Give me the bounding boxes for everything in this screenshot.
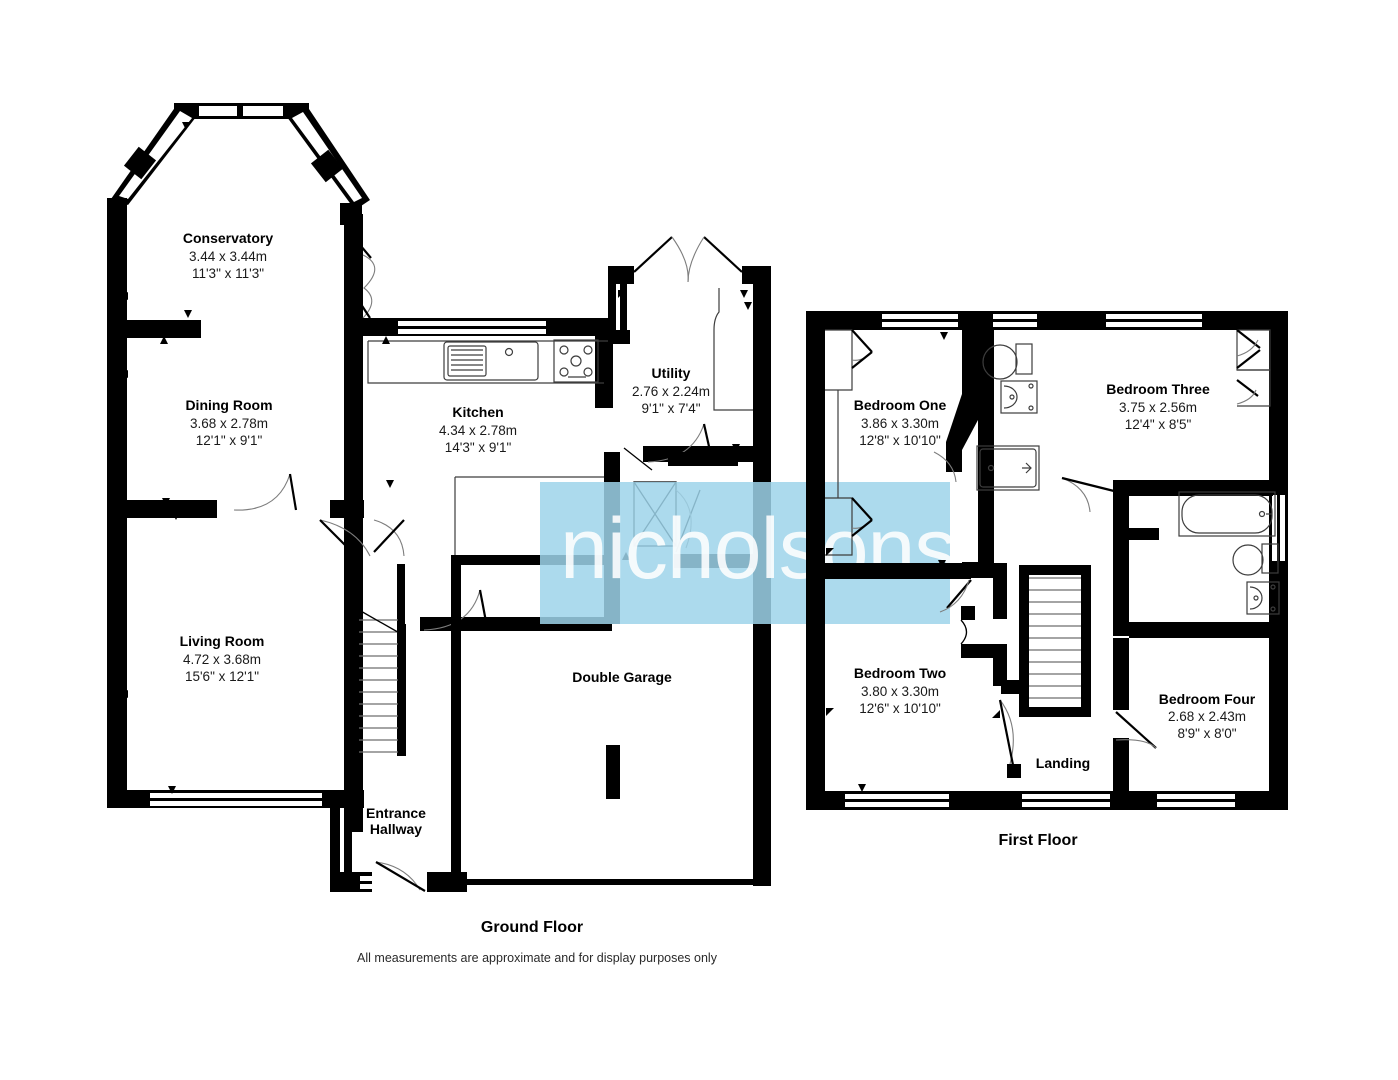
room-label-kitchen: Kitchen xyxy=(452,404,503,420)
bedroom-four-shell xyxy=(1113,638,1157,794)
disclaimer-text: All measurements are approximate and for… xyxy=(357,951,718,965)
room-dim-conservatory-metric: 3.44 x 3.44m xyxy=(189,249,267,264)
conservatory-shell xyxy=(107,103,376,344)
room-label-entrance: Entrance xyxy=(366,805,426,821)
first-floor-outer-walls xyxy=(806,311,1288,810)
room-dim-b4-imperial: 8'9" x 8'0" xyxy=(1177,726,1236,741)
room-dim-dining-metric: 3.68 x 2.78m xyxy=(190,416,268,431)
room-dim-living-metric: 4.72 x 3.68m xyxy=(183,652,261,667)
room-dim-b3-imperial: 12'4" x 8'5" xyxy=(1125,417,1192,432)
watermark: nicholsons xyxy=(540,482,957,624)
ground-floor-title: Ground Floor xyxy=(481,919,583,936)
first-floor-labels: Bedroom One 3.86 x 3.30m 12'8" x 10'10" … xyxy=(854,381,1256,771)
room-dim-utility-metric: 2.76 x 2.24m xyxy=(632,384,710,399)
room-dim-kitchen-metric: 4.34 x 2.78m xyxy=(439,423,517,438)
room-dim-b4-metric: 2.68 x 2.43m xyxy=(1168,709,1246,724)
utility-shell xyxy=(608,236,771,478)
room-label-bedroom-four: Bedroom Four xyxy=(1159,691,1256,707)
room-label-hallway: Hallway xyxy=(370,821,422,837)
room-label-bedroom-one: Bedroom One xyxy=(854,397,947,413)
room-dim-conservatory-imperial: 11'3" x 11'3" xyxy=(192,266,264,281)
room-label-dining-room: Dining Room xyxy=(185,397,272,413)
room-dim-b1-metric: 3.86 x 3.30m xyxy=(861,416,939,431)
bedroom-three-shell xyxy=(1061,329,1273,536)
room-dim-kitchen-imperial: 14'3" x 9'1" xyxy=(445,440,512,455)
room-dim-dining-imperial: 12'1" x 9'1" xyxy=(196,433,263,448)
bathroom-shell xyxy=(1113,491,1280,638)
room-dim-b2-metric: 3.80 x 3.30m xyxy=(861,684,939,699)
landing-stairs xyxy=(1019,565,1091,717)
room-label-living-room: Living Room xyxy=(180,633,265,649)
room-label-bedroom-two: Bedroom Two xyxy=(854,665,946,681)
bedroom-one-shell xyxy=(825,329,978,579)
room-dim-utility-imperial: 9'1" x 7'4" xyxy=(641,401,700,416)
first-floor-title: First Floor xyxy=(998,832,1077,849)
room-dim-b1-imperial: 12'8" x 10'10" xyxy=(859,433,941,448)
room-dim-living-imperial: 15'6" x 12'1" xyxy=(185,669,259,684)
room-label-conservatory: Conservatory xyxy=(183,230,273,246)
dining-room-shell xyxy=(107,320,364,520)
ground-floor-plan: nicholsons Conservatory 3.44 x 3.44m 11'… xyxy=(107,103,957,936)
room-dim-b3-metric: 3.75 x 2.56m xyxy=(1119,400,1197,415)
ground-floor-labels: Conservatory 3.44 x 3.44m 11'3" x 11'3" … xyxy=(180,230,710,837)
room-dim-b2-imperial: 12'6" x 10'10" xyxy=(859,701,941,716)
room-label-landing: Landing xyxy=(1036,755,1090,771)
bedroom-two-shell xyxy=(826,563,1021,792)
watermark-text: nicholsons xyxy=(560,501,956,597)
room-label-utility: Utility xyxy=(652,365,691,381)
ground-core-walls xyxy=(107,510,467,892)
first-floor-plan: Bedroom One 3.86 x 3.30m 12'8" x 10'10" … xyxy=(806,311,1288,849)
room-label-double-garage: Double Garage xyxy=(572,669,672,685)
room-label-bedroom-three: Bedroom Three xyxy=(1106,381,1210,397)
